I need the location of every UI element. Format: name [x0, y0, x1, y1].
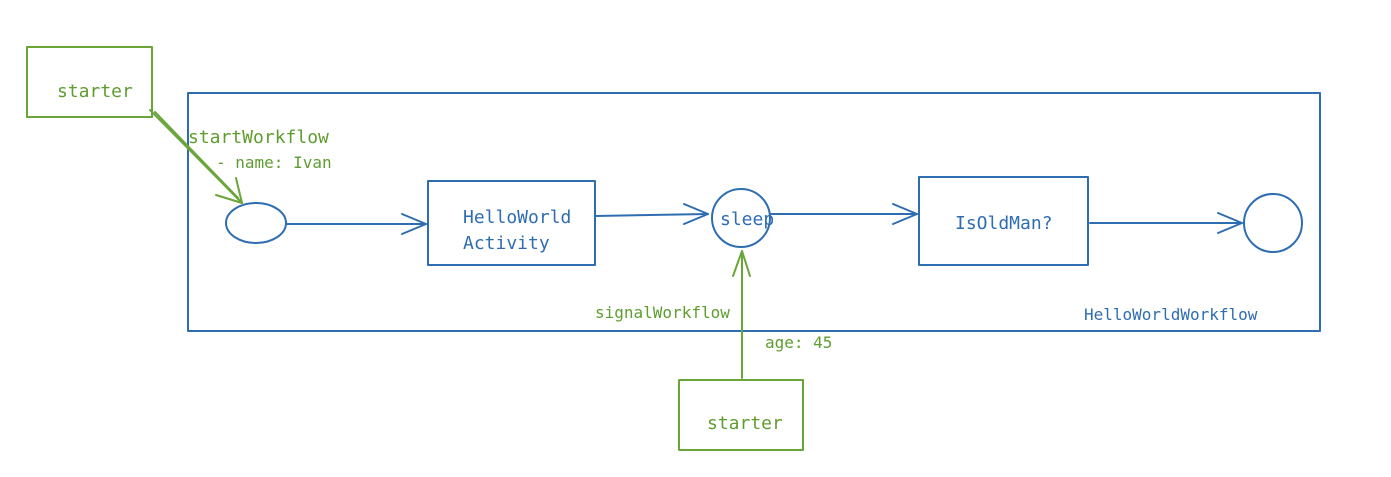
starter-box-bottom — [678, 379, 804, 451]
activity-box — [427, 180, 596, 266]
start-workflow-param: - name: Ivan — [216, 153, 332, 172]
arrow-activity-to-sleep — [594, 203, 709, 225]
starter-label-bottom: starter — [707, 413, 783, 434]
workflow-container — [187, 92, 1321, 332]
arrow-sleep-to-decision — [769, 203, 918, 225]
sleep-label: sleep — [720, 209, 774, 230]
arrow-decision-to-end — [1089, 212, 1243, 234]
sleep-node-circle — [711, 188, 771, 248]
decision-label: IsOldMan? — [955, 213, 1053, 234]
arrow-signal-workflow — [732, 250, 751, 379]
activity-label-line2: Activity — [463, 233, 550, 254]
decision-box — [918, 176, 1089, 266]
starter-label-top: starter — [57, 81, 133, 102]
activity-label-line1: HelloWorld — [463, 207, 571, 228]
start-node-circle — [225, 202, 287, 244]
starter-box-top — [26, 46, 153, 118]
workflow-container-label: HelloWorldWorkflow — [1084, 305, 1258, 324]
signal-workflow-param: age: 45 — [765, 333, 832, 352]
signal-workflow-label: signalWorkflow — [595, 303, 730, 322]
start-workflow-label: startWorkflow — [188, 127, 329, 148]
end-node-circle — [1243, 193, 1303, 253]
arrow-start-workflow — [149, 109, 243, 204]
arrow-start-to-activity — [285, 213, 427, 235]
